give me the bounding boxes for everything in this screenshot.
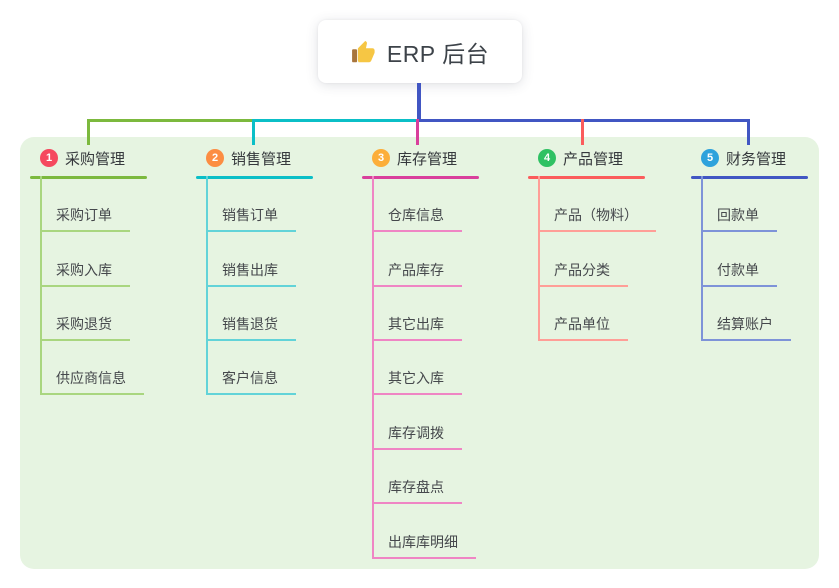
- branch-node-inventory[interactable]: 3 库存管理: [372, 147, 457, 169]
- branch-number-badge: 1: [40, 149, 58, 167]
- drop-line-inventory: [416, 119, 419, 145]
- child-node[interactable]: 销售出库: [206, 260, 296, 287]
- branch-underline: [362, 176, 479, 179]
- branch-underline: [528, 176, 645, 179]
- drop-line-product: [581, 119, 584, 145]
- branch-label: 库存管理: [397, 150, 458, 168]
- thumbs-up-icon: [351, 39, 377, 65]
- child-node[interactable]: 产品库存: [372, 260, 462, 287]
- branch-product: 4 产品管理 产品（物料） 产品分类 产品单位: [528, 137, 694, 569]
- children-connector: [538, 176, 540, 341]
- child-node[interactable]: 采购订单: [40, 205, 130, 232]
- branch-node-finance[interactable]: 5 财务管理: [701, 147, 786, 169]
- child-node[interactable]: 采购入库: [40, 260, 130, 287]
- branch-finance: 5 财务管理 回款单 付款单 结算账户: [691, 137, 839, 569]
- drop-line-purchase: [87, 119, 90, 145]
- rail-segment-sales: [252, 119, 417, 122]
- branch-number-badge: 5: [701, 149, 719, 167]
- branch-number-badge: 4: [538, 149, 556, 167]
- branch-label: 采购管理: [65, 150, 126, 168]
- rail-segment-purchase: [87, 119, 252, 122]
- child-node[interactable]: 结算账户: [701, 314, 791, 341]
- child-node[interactable]: 产品（物料）: [538, 205, 656, 232]
- branch-node-sales[interactable]: 2 销售管理: [206, 147, 291, 169]
- child-node[interactable]: 客户信息: [206, 368, 296, 395]
- child-node[interactable]: 仓库信息: [372, 205, 462, 232]
- branch-underline: [30, 176, 147, 179]
- branches-panel: [20, 137, 819, 569]
- drop-line-sales: [252, 119, 255, 145]
- branch-label: 销售管理: [231, 150, 292, 168]
- branch-node-product[interactable]: 4 产品管理: [538, 147, 623, 169]
- child-node[interactable]: 回款单: [701, 205, 777, 232]
- root-label: ERP 后台: [386, 40, 490, 67]
- children-connector: [701, 176, 703, 341]
- branch-underline: [196, 176, 313, 179]
- child-node[interactable]: 产品单位: [538, 314, 628, 341]
- child-node[interactable]: 库存调拨: [372, 423, 462, 450]
- root-node[interactable]: ERP 后台: [318, 20, 522, 83]
- child-node[interactable]: 销售订单: [206, 205, 296, 232]
- child-node[interactable]: 产品分类: [538, 260, 628, 287]
- child-node[interactable]: 出库库明细: [372, 532, 476, 559]
- branch-label: 财务管理: [726, 150, 787, 168]
- child-node[interactable]: 采购退货: [40, 314, 130, 341]
- drop-line-finance: [747, 119, 750, 145]
- branch-underline: [691, 176, 808, 179]
- branch-node-purchase[interactable]: 1 采购管理: [40, 147, 125, 169]
- branch-number-badge: 2: [206, 149, 224, 167]
- branch-purchase: 1 采购管理 采购订单 采购入库 采购退货 供应商信息: [30, 137, 196, 569]
- branch-label: 产品管理: [563, 150, 624, 168]
- child-node[interactable]: 销售退货: [206, 314, 296, 341]
- branch-inventory: 3 库存管理 仓库信息 产品库存 其它出库 其它入库 库存调拨 库存盘点 出库库…: [362, 137, 528, 569]
- children-connector: [372, 176, 374, 559]
- branch-number-badge: 3: [372, 149, 390, 167]
- child-node[interactable]: 其它入库: [372, 368, 462, 395]
- child-node[interactable]: 供应商信息: [40, 368, 144, 395]
- root-connector-line: [417, 83, 421, 122]
- child-node[interactable]: 其它出库: [372, 314, 462, 341]
- branch-sales: 2 销售管理 销售订单 销售出库 销售退货 客户信息: [196, 137, 362, 569]
- child-node[interactable]: 库存盘点: [372, 477, 462, 504]
- child-node[interactable]: 付款单: [701, 260, 777, 287]
